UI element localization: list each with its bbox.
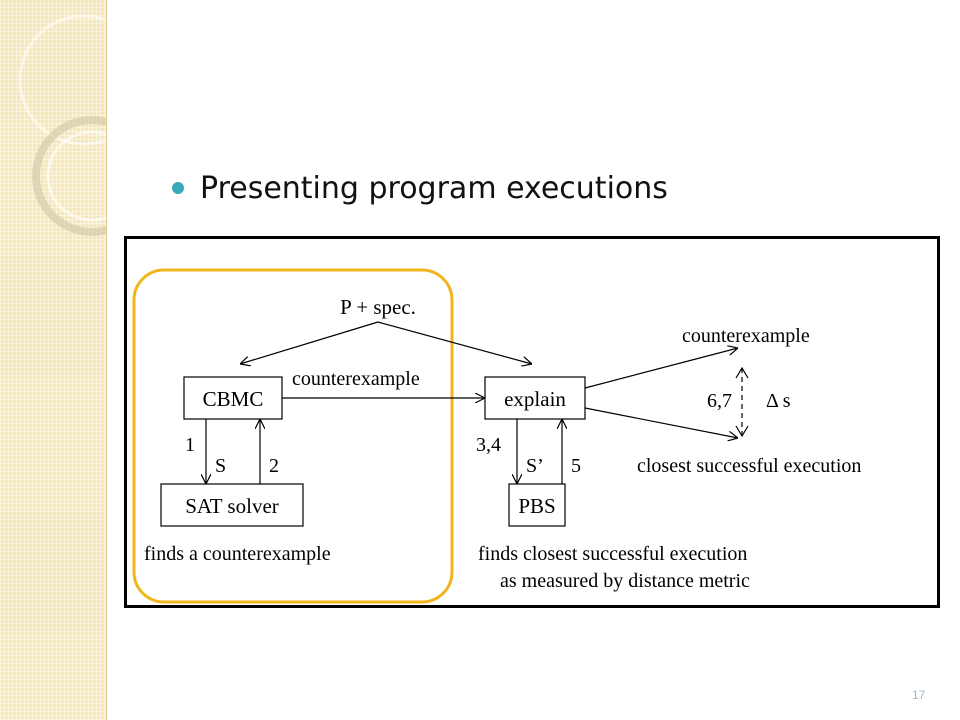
cbmc-label: CBMC: [203, 387, 264, 411]
explain-box: [484, 376, 586, 420]
diagram-frame: P + spec. CBMC explain counterexample SA…: [124, 236, 940, 608]
finds-counterexample-caption: finds a counterexample: [144, 543, 331, 565]
pbs-label: PBS: [518, 494, 555, 518]
step-5-label: 5: [571, 455, 581, 477]
input-label: P + spec.: [340, 295, 416, 319]
decorative-rings: [18, 14, 106, 236]
explain-diagram: P + spec. CBMC explain counterexample SA…: [132, 268, 861, 604]
decorative-side-strip: [0, 0, 107, 720]
arrow-explain-to-counterexample: [584, 348, 738, 389]
explain-label: explain: [504, 387, 566, 411]
output-closest-label: closest successful execution: [637, 455, 861, 477]
sat-solver-label: SAT solver: [185, 494, 279, 518]
arrow-explain-to-closest: [584, 407, 738, 438]
bullet-text: Presenting program executions: [200, 170, 668, 206]
arrow-input-to-cbmc: [240, 321, 379, 364]
step-1-label: 1: [185, 434, 195, 456]
page-number: 17: [912, 688, 926, 702]
distance-arrowhead-up: [735, 366, 749, 379]
step-67-label: 6,7: [707, 390, 732, 412]
highlight-rounded-rect: [132, 268, 454, 604]
cbmc-box: [183, 376, 283, 420]
pbs-box: [508, 483, 566, 527]
finds-closest-caption-line1: finds closest successful execution: [478, 543, 747, 565]
output-counterexample-label: counterexample: [682, 325, 810, 347]
delta-s-label: Δ s: [766, 390, 791, 412]
ring-medium: [32, 116, 106, 236]
ring-large: [18, 14, 106, 146]
edge-counterexample-label: counterexample: [292, 368, 420, 390]
step-34-label: 3,4: [476, 434, 501, 456]
bullet-dot-icon: [172, 182, 184, 194]
ring-inner: [46, 130, 106, 222]
sat-solver-box: [160, 483, 304, 527]
bullet-item: Presenting program executions: [172, 164, 668, 212]
step-s-prime-label: S’: [526, 455, 544, 477]
distance-arrowhead-down: [735, 425, 749, 438]
finds-closest-caption-line2: as measured by distance metric: [500, 570, 750, 592]
arrow-input-to-explain: [377, 321, 532, 364]
step-2-label: 2: [269, 455, 279, 477]
step-s-label: S: [215, 455, 226, 477]
